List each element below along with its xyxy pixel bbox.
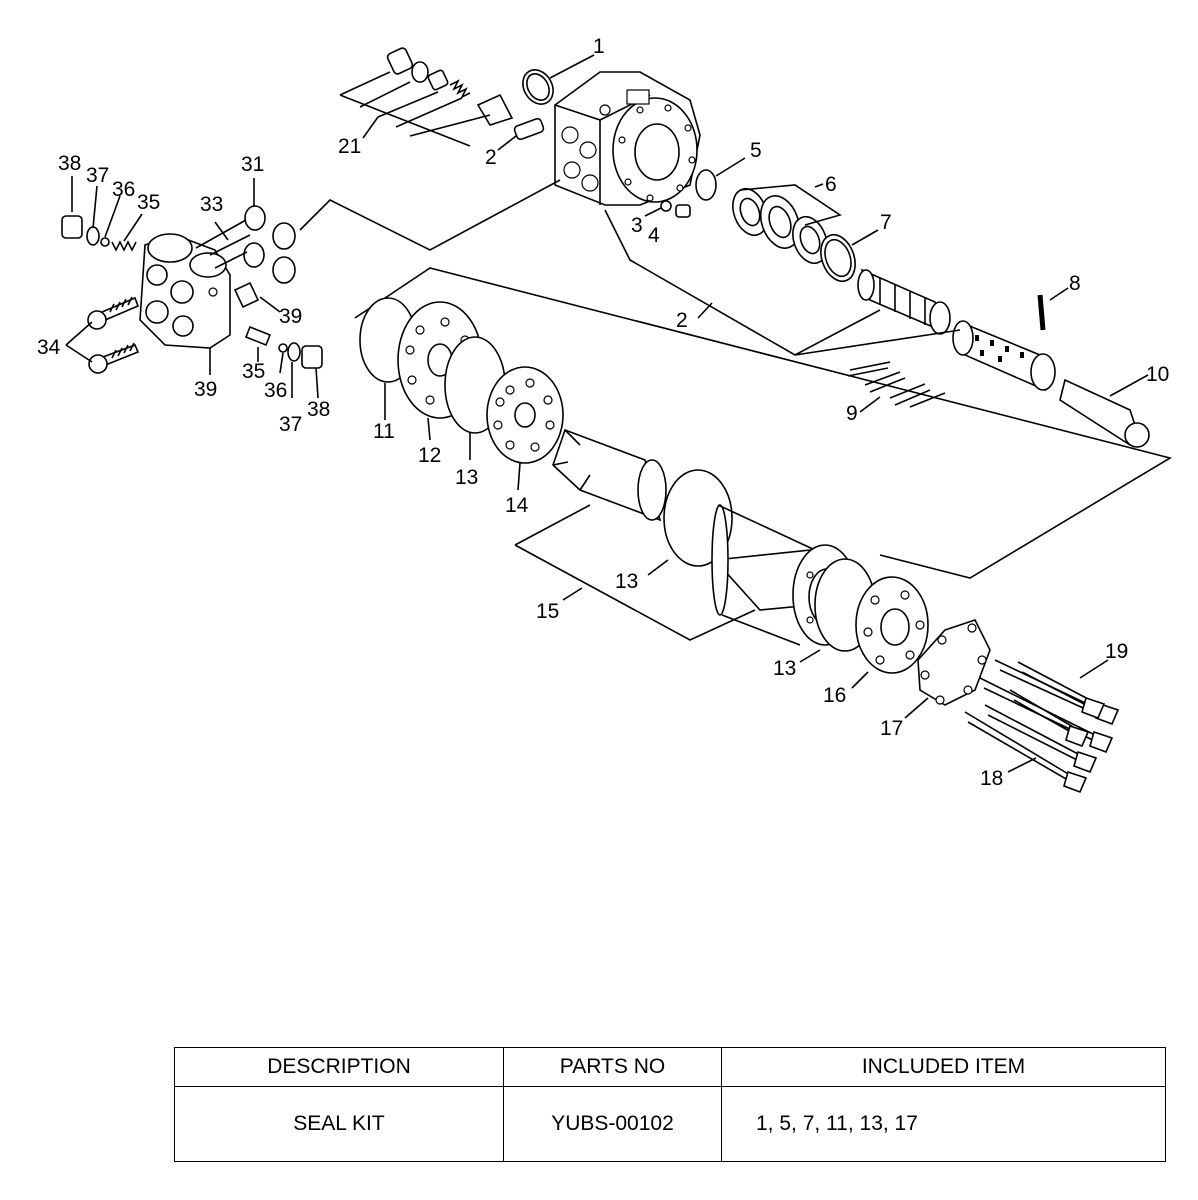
part-38-plug-b [301,345,323,369]
exploded-parts-diagram: 1 21 2 5 6 3 4 7 8 2 10 9 38 37 36 35 31… [37,35,1173,794]
cell-included-item: 1, 5, 7, 11, 13, 17 [721,1086,1166,1162]
part-36-ring [100,237,110,247]
part-8-pin [1037,294,1046,331]
label-part-4: 4 [648,224,660,247]
part-5-oring [695,169,717,201]
part-10-drive-shaft [1059,374,1150,448]
part-31-oring [244,205,266,231]
part-37-oring [86,226,100,246]
table-row: SEAL KIT YUBS-00102 1, 5, 7, 11, 13, 17 [174,1086,1166,1162]
part-6-bearing-group [732,183,842,265]
header-description: DESCRIPTION [174,1047,504,1087]
part-18-19-bolts [964,659,1120,794]
label-part-37b: 37 [279,413,302,436]
seal-kit-table: DESCRIPTION PARTS NO INCLUDED ITEM SEAL … [174,1047,1166,1162]
label-part-12: 12 [418,444,441,467]
part-39-fitting [233,281,260,309]
part-35-spring [111,240,137,252]
label-part-1: 1 [593,35,605,58]
label-part-31: 31 [241,153,264,176]
label-part-35b: 35 [242,360,265,383]
part-1-oring [522,69,554,105]
part-35-spring-b [244,325,272,347]
label-part-14: 14 [505,494,529,517]
part-37-oring-b [287,342,301,362]
label-part-39b: 39 [194,378,217,401]
label-part-13a: 13 [455,466,478,489]
label-part-15: 15 [536,600,559,623]
label-part-17: 17 [880,717,903,740]
label-part-13c: 13 [773,657,796,680]
label-part-2b: 2 [676,309,688,332]
label-part-9: 9 [846,402,858,425]
label-part-13b: 13 [615,570,638,593]
label-part-16: 16 [823,684,846,707]
label-part-8: 8 [1069,272,1081,295]
label-part-34: 34 [37,336,61,359]
label-part-6: 6 [825,173,837,196]
part-3-ball [660,200,672,212]
table-header-row: DESCRIPTION PARTS NO INCLUDED ITEM [174,1047,1166,1087]
label-part-38a: 38 [58,152,81,175]
header-parts-no: PARTS NO [503,1047,722,1087]
part-34-bolts [65,296,140,374]
cell-description: SEAL KIT [174,1086,504,1162]
label-part-33: 33 [200,193,223,216]
header-included-item: INCLUDED ITEM [721,1047,1166,1087]
part-16-plate [851,576,929,689]
label-part-18: 18 [980,767,1003,790]
label-part-19: 19 [1105,640,1128,663]
label-part-10: 10 [1146,363,1169,386]
part-36-ring-b [278,343,288,353]
label-part-37a: 37 [86,164,109,187]
label-part-2a: 2 [485,146,497,169]
housing-part [554,71,701,206]
spool-sleeve-group [857,268,1056,392]
part-21-check-valve-group [339,47,514,147]
part-38-plug [61,215,83,239]
part-17-seal-plate [904,619,991,719]
part-14-plate [486,366,564,491]
part-4-plug [675,204,691,218]
label-part-11: 11 [373,420,395,443]
label-part-36b: 36 [264,379,287,402]
label-part-3: 3 [631,214,643,237]
cell-parts-no: YUBS-00102 [503,1086,722,1162]
label-part-39a: 39 [279,305,302,328]
label-part-35a: 35 [137,191,160,214]
part-7-oring [820,233,856,283]
label-part-7: 7 [880,211,892,234]
label-part-21: 21 [338,135,361,158]
cover-plate [139,233,231,349]
label-part-36a: 36 [112,178,135,201]
label-part-38b: 38 [307,398,330,421]
part-2-plug [513,117,545,141]
label-part-5: 5 [750,139,762,162]
